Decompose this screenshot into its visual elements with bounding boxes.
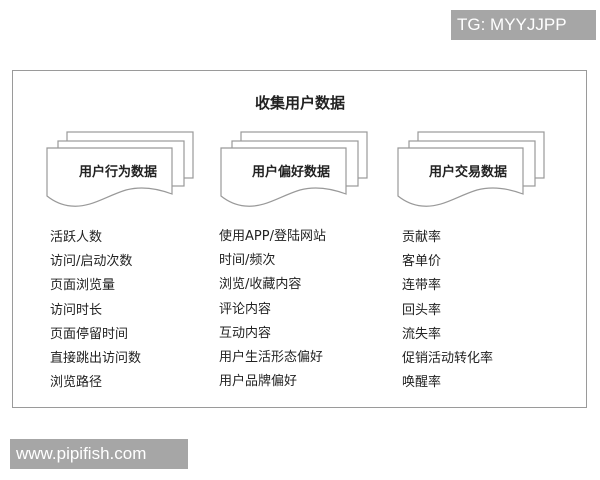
list-item: 连带率 [402,278,442,294]
category-label: 用户偏好数据 [252,165,331,180]
transaction-metrics-list: 贡献率 客单价 连带率 回头率 流失率 促销活动转化率 唤醒率 [402,226,493,395]
watermark-top: TG: MYYJJPP [451,10,596,40]
list-item: 活跃人数 [50,230,103,245]
list-item: 页面停留时间 [50,326,129,342]
list-item: 用户生活形态偏好 [219,349,324,365]
watermark-bottom: www.pipifish.com [10,439,188,469]
list-item: 页面浏览量 [50,278,116,294]
category-behavior-doc: 用户行为数据 [46,130,206,210]
list-item: 访问/启动次数 [50,254,133,270]
list-item: 贡献率 [402,230,442,245]
list-item: 唤醒率 [402,375,442,391]
list-item: 回头率 [402,302,442,318]
document-stack-icon [397,131,545,207]
list-item: 访问时长 [50,302,103,318]
list-item: 浏览/收藏内容 [219,277,302,293]
category-label: 用户交易数据 [429,165,508,180]
list-item: 浏览路径 [50,375,103,391]
diagram-frame [12,70,587,408]
category-transaction-doc: 用户交易数据 [397,130,557,210]
list-item: 使用APP/登陆网站 [219,229,326,244]
list-item: 互动内容 [219,325,272,341]
list-item: 客单价 [402,254,442,270]
category-preference-doc: 用户偏好数据 [220,130,380,210]
document-stack-icon [220,131,368,207]
list-item: 时间/频次 [219,253,276,269]
list-item: 促销活动转化率 [402,350,494,366]
list-item: 用户品牌偏好 [219,374,298,390]
list-item: 评论内容 [219,301,272,317]
category-label: 用户行为数据 [79,165,158,180]
diagram-title: 收集用户数据 [254,94,345,112]
preference-metrics-list: 使用APP/登陆网站 时间/频次 浏览/收藏内容 评论内容 互动内容 用户生活形… [219,225,326,394]
document-stack-icon [46,131,194,207]
behavior-metrics-list: 活跃人数 访问/启动次数 页面浏览量 访问时长 页面停留时间 直接跳出访问数 浏… [50,226,141,395]
list-item: 流失率 [402,326,442,342]
list-item: 直接跳出访问数 [50,350,142,366]
